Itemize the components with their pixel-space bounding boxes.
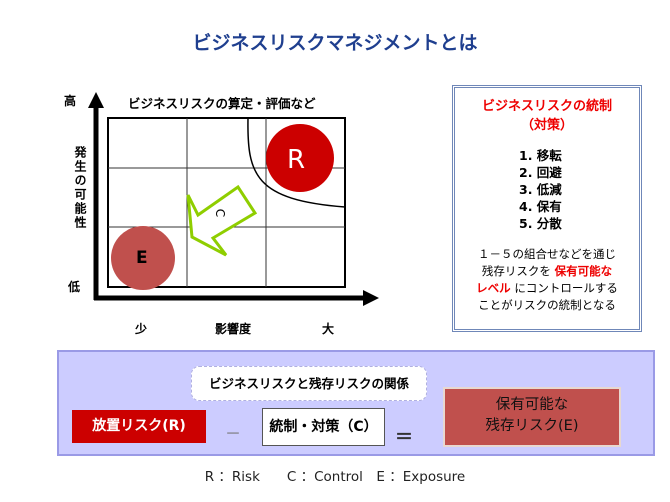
desc-highlight: 保有可能な <box>554 264 613 278</box>
y-high-label: 高 <box>64 94 77 108</box>
relation-subtitle: ビジネスリスクと残存リスクの関係 <box>191 366 427 401</box>
residual-risk-box: 保有可能な 残存リスク(E) <box>443 387 621 447</box>
control-description: １－５の組合せなどを通じ 残存リスクを 保有可能な レベル にコントロールする … <box>455 246 639 314</box>
page-title: ビジネスリスクマネジメントとは <box>192 32 478 54</box>
control-item: 5. 分散 <box>519 216 562 231</box>
risk-tolerance-curve <box>247 117 346 208</box>
unmanaged-risk-box: 放置リスク(R) <box>72 410 206 443</box>
c-label: C <box>213 208 228 218</box>
control-item: 3. 低減 <box>519 182 562 197</box>
control-arrow <box>186 184 258 257</box>
x-axis-arrowhead <box>363 290 379 306</box>
chart-title: ビジネスリスクの算定・評価など <box>128 96 316 111</box>
equals-sign: ＝ <box>395 427 413 448</box>
desc-line: 残存リスクを 保有可能な <box>455 263 639 280</box>
control-heading: ビジネスリスクの統制 <box>481 99 612 114</box>
y-low-label: 低 <box>68 280 81 294</box>
desc-text: 残存リスクを <box>481 264 555 278</box>
exposure-circle-e <box>111 226 175 290</box>
y-axis-label: 発生の可能性 <box>73 146 87 230</box>
y-axis-arrowhead <box>88 92 104 108</box>
desc-highlight: レベル <box>476 281 511 295</box>
desc-line: ことがリスクの統制となる <box>478 298 616 312</box>
desc-line: １－５の組合せなどを通じ <box>478 247 616 261</box>
control-item: 4. 保有 <box>519 199 562 214</box>
e-label: E <box>136 248 148 268</box>
control-item: 2. 回避 <box>519 165 562 180</box>
control-item: 1. 移転 <box>519 148 562 163</box>
risk-circle-r <box>266 124 334 192</box>
desc-line: レベル にコントロールする <box>455 280 639 297</box>
control-list: 1. 移転 2. 回避 3. 低減 4. 保有 5. 分散 <box>455 147 639 232</box>
legend: R ：Risk C ：Control E ：Exposure <box>204 469 466 485</box>
residual-line: 保有可能な <box>495 397 569 413</box>
desc-text: にコントロールする <box>510 281 618 295</box>
control-measure-box: 統制・対策（C） <box>262 408 385 446</box>
r-label: R <box>287 145 306 175</box>
x-high-label: 大 <box>322 322 335 336</box>
control-measures-box: ビジネスリスクの統制 （対策） 1. 移転 2. 回避 3. 低減 4. 保有 … <box>452 85 642 332</box>
minus-sign: － <box>225 424 242 443</box>
control-subheading: （対策） <box>520 118 573 133</box>
x-axis-label: 影響度 <box>215 322 252 336</box>
x-low-label: 少 <box>135 322 148 336</box>
residual-line: 残存リスク(E) <box>485 418 579 434</box>
